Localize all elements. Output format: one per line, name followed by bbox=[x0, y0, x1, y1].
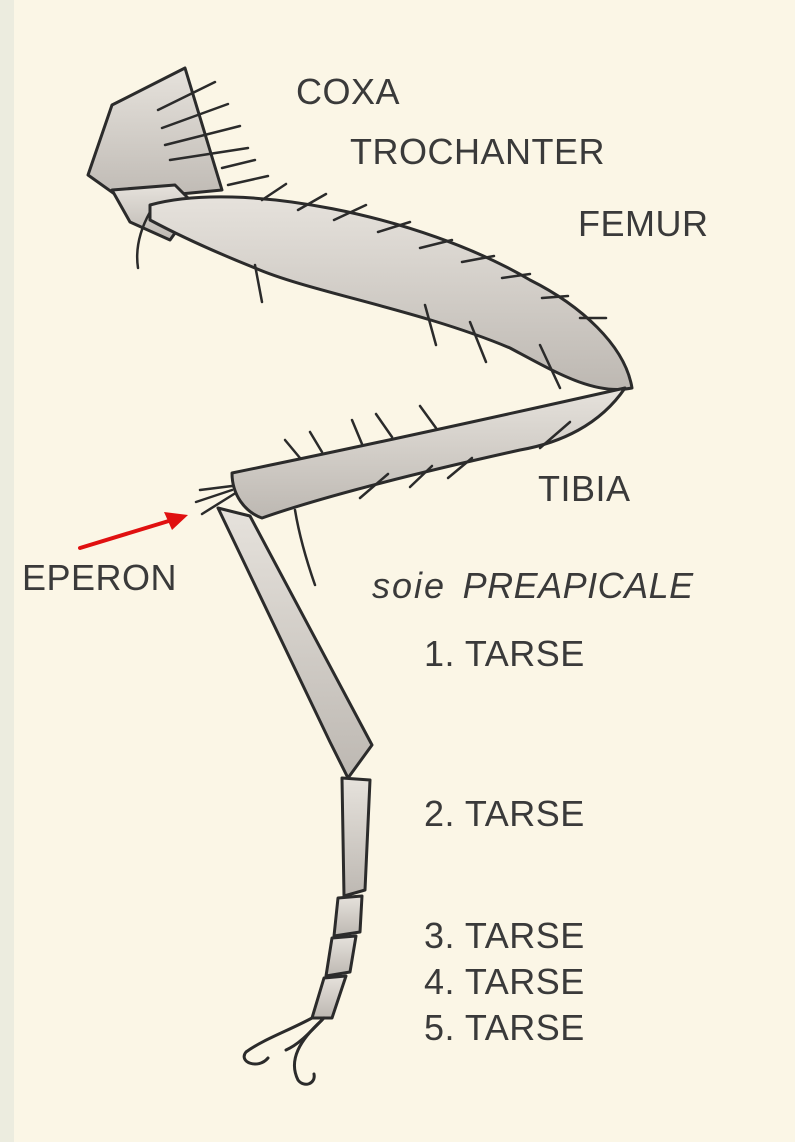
label-tarse-4: 4. TARSE bbox=[424, 964, 585, 1000]
eperon-pointer-arrow bbox=[80, 512, 188, 548]
tarsus-2-segment bbox=[342, 778, 370, 896]
label-soie-word: soie bbox=[372, 565, 446, 606]
tarsus-5-segment bbox=[312, 976, 346, 1018]
label-eperon: EPERON bbox=[22, 560, 177, 596]
label-soie-preapicale: soie PREAPICALE bbox=[372, 568, 694, 604]
tarsus-3-segment bbox=[334, 896, 362, 936]
label-femur: FEMUR bbox=[578, 206, 709, 242]
femur-segment bbox=[150, 197, 632, 390]
tarsus-1-segment bbox=[218, 508, 372, 778]
label-tarse-2: 2. TARSE bbox=[424, 796, 585, 832]
label-trochanter: TROCHANTER bbox=[350, 134, 605, 170]
label-coxa: COXA bbox=[296, 74, 400, 110]
label-tibia: TIBIA bbox=[538, 471, 631, 507]
label-tarse-5: 5. TARSE bbox=[424, 1010, 585, 1046]
label-preapicale-word: PREAPICALE bbox=[463, 565, 694, 606]
tarsal-claws bbox=[244, 1018, 324, 1084]
label-tarse-3: 3. TARSE bbox=[424, 918, 585, 954]
tarsus-4-segment bbox=[326, 936, 356, 976]
label-tarse-1: 1. TARSE bbox=[424, 636, 585, 672]
